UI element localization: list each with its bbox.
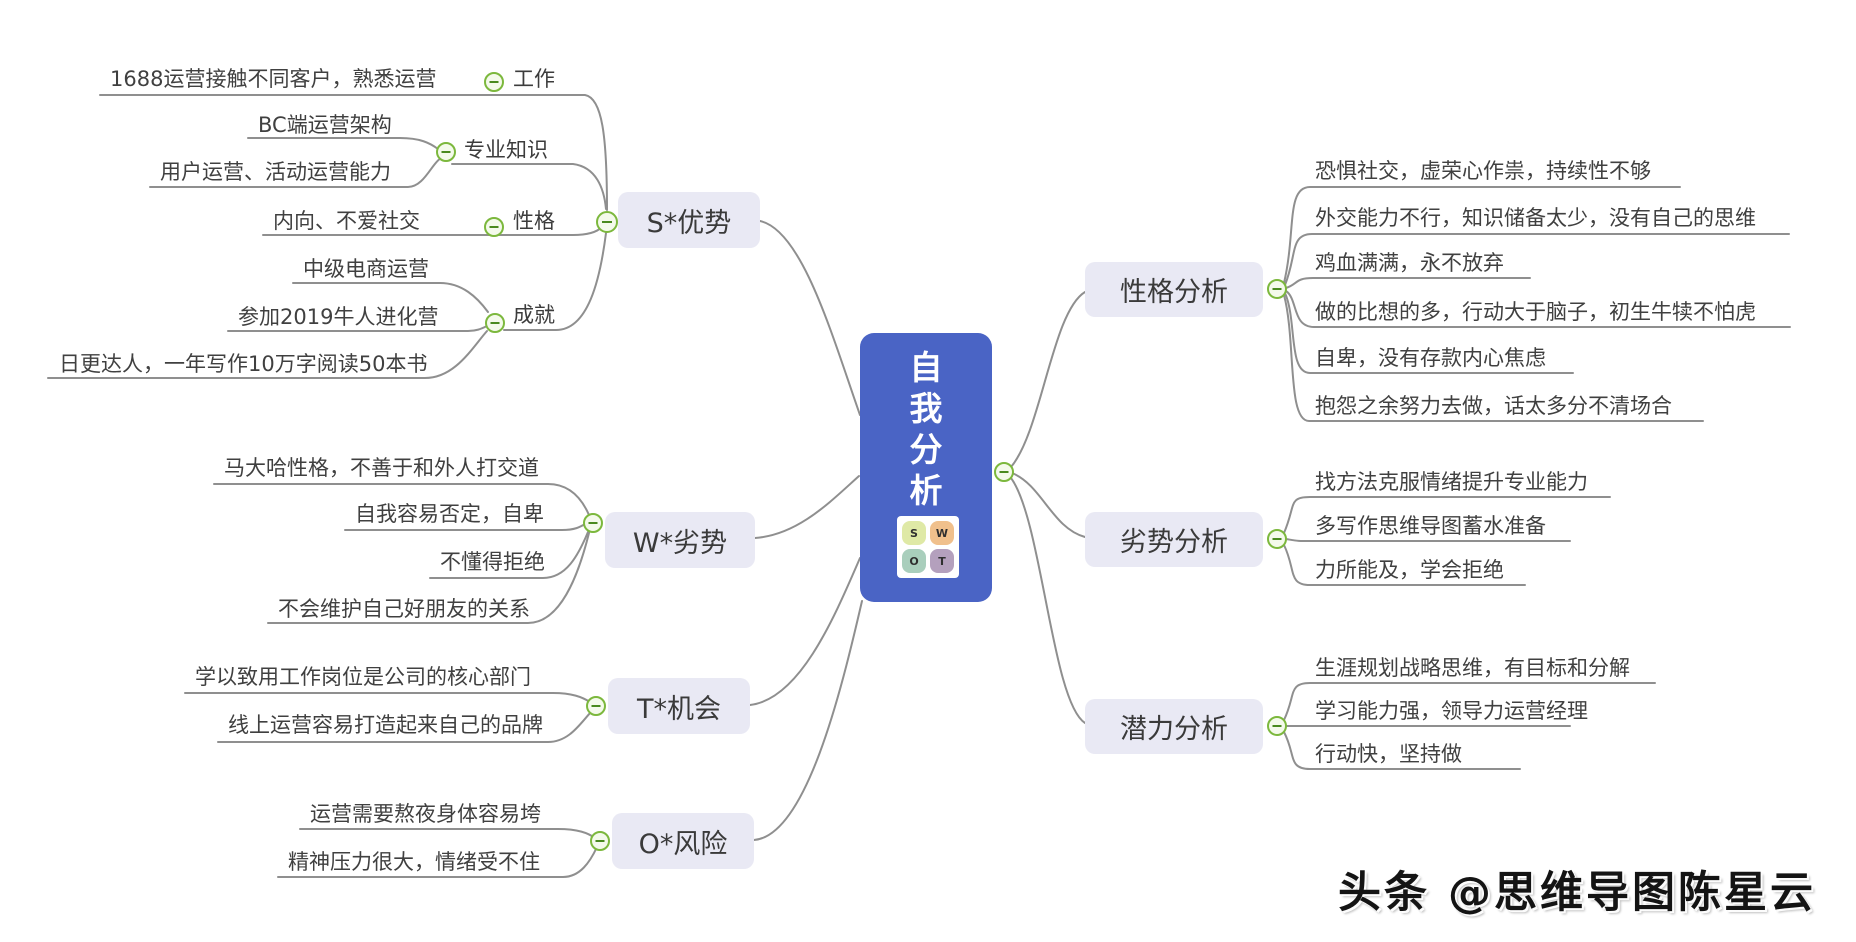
leaf-text[interactable]: 1688运营接触不同客户，熟悉运营 bbox=[110, 67, 437, 91]
leafline-r10 bbox=[1283, 682, 1656, 721]
main-branch-xingge-fenxi bbox=[1010, 291, 1086, 468]
leaf-text[interactable]: 抱怨之余努力去做，话太多分不清场合 bbox=[1315, 394, 1672, 418]
leaf-text[interactable]: 中级电商运营 bbox=[303, 257, 429, 281]
collapse-button-achievement[interactable] bbox=[485, 313, 505, 333]
branch-line-work bbox=[99, 94, 608, 211]
swot-s-badge: S bbox=[902, 521, 926, 545]
leaf-text[interactable]: 行动快，坚持做 bbox=[1315, 742, 1462, 766]
leafline-r8 bbox=[1285, 538, 1571, 542]
leaf-text[interactable]: 找方法克服情绪提升专业能力 bbox=[1315, 470, 1588, 494]
leafline-r9 bbox=[1283, 544, 1526, 586]
branch-node-weaknesses[interactable]: W*劣势 bbox=[605, 512, 755, 568]
leaf-text[interactable]: 做的比想的多，行动大于脑子，初生牛犊不怕虎 bbox=[1315, 300, 1756, 324]
main-branch-t bbox=[749, 557, 861, 706]
branch-line-madaha bbox=[213, 483, 590, 516]
collapse-button-xingge-fenxi[interactable] bbox=[1267, 279, 1287, 299]
branch-node-risks[interactable]: O*风险 bbox=[612, 813, 754, 869]
swot-w-badge: W bbox=[930, 521, 954, 545]
branch-lines bbox=[47, 94, 1791, 878]
branch-node-personality-analysis[interactable]: 性格分析 bbox=[1085, 262, 1263, 317]
branch-line-canjia bbox=[227, 325, 488, 332]
leafline-r1 bbox=[1283, 186, 1681, 284]
branch-line-bc bbox=[247, 137, 439, 150]
main-branch-qianli-fenxi bbox=[1010, 477, 1086, 724]
leaf-text[interactable]: 不懂得拒绝 bbox=[440, 550, 545, 574]
leaf-text[interactable]: 多写作思维导图蓄水准备 bbox=[1315, 514, 1546, 538]
branch-line-prof-out bbox=[451, 163, 607, 210]
leafline-r5 bbox=[1284, 292, 1574, 374]
central-topic-label: 自 我 分 析 bbox=[909, 348, 943, 510]
leaf-text[interactable]: 力所能及，学会拒绝 bbox=[1315, 558, 1504, 582]
branch-line-xueyizhiyong bbox=[184, 692, 591, 703]
collapse-button-w[interactable] bbox=[583, 513, 603, 533]
main-branch-s bbox=[759, 220, 861, 416]
branch-node-potential-analysis[interactable]: 潜力分析 bbox=[1085, 699, 1263, 754]
leaf-text[interactable]: 外交能力不行，知识储备太少，没有自己的思维 bbox=[1315, 206, 1756, 230]
branch-line-buhui bbox=[267, 532, 590, 624]
leaf-text[interactable]: 不会维护自己好朋友的关系 bbox=[278, 597, 530, 621]
leafline-r12 bbox=[1283, 731, 1521, 770]
leaf-text[interactable]: BC端运营架构 bbox=[258, 113, 392, 137]
branch-line-budongde bbox=[429, 531, 589, 579]
collapse-button-t[interactable] bbox=[586, 696, 606, 716]
swot-image: S W O T bbox=[897, 516, 959, 578]
branch-line-zhongji bbox=[292, 282, 489, 313]
collapse-button-central-right[interactable] bbox=[994, 462, 1014, 482]
collapse-button-s[interactable] bbox=[596, 211, 618, 233]
leaf-text[interactable]: 参加2019牛人进化营 bbox=[238, 305, 439, 329]
leafline-r3 bbox=[1285, 277, 1531, 289]
leaf-text[interactable]: 学习能力强，领导力运营经理 bbox=[1315, 699, 1588, 723]
main-branch-w bbox=[754, 475, 860, 539]
watermark-text: 头条 @思维导图陈星云 bbox=[1338, 868, 1816, 918]
subtopic-achievement[interactable]: 成就 bbox=[513, 303, 555, 327]
leaf-text[interactable]: 鸡血满满，永不放弃 bbox=[1315, 251, 1504, 275]
leafline-r2 bbox=[1284, 233, 1790, 286]
main-branch-o bbox=[753, 600, 863, 841]
leaf-text[interactable]: 精神压力很大，情绪受不住 bbox=[288, 850, 540, 874]
leaf-text[interactable]: 生涯规划战略思维，有目标和分解 bbox=[1315, 656, 1630, 680]
leaf-text[interactable]: 用户运营、活动运营能力 bbox=[160, 160, 391, 184]
main-branch-lieshi-fenxi bbox=[1011, 472, 1086, 538]
leaf-text[interactable]: 马大哈性格，不善于和外人打交道 bbox=[224, 456, 539, 480]
branch-line-xianshang bbox=[217, 710, 593, 743]
collapse-button-work[interactable] bbox=[484, 72, 504, 92]
branch-node-opportunities[interactable]: T*机会 bbox=[608, 678, 750, 734]
collapse-buttons bbox=[436, 72, 1287, 851]
branch-line-rigeng bbox=[47, 330, 488, 379]
collapse-button-personality[interactable] bbox=[484, 217, 504, 237]
leafline-r7 bbox=[1283, 496, 1611, 534]
subtopic-personality[interactable]: 性格 bbox=[513, 209, 555, 233]
swot-t-badge: T bbox=[930, 549, 954, 573]
leaf-text[interactable]: 自我容易否定，自卑 bbox=[355, 502, 544, 526]
branch-line-user-ops bbox=[149, 157, 442, 188]
subtopic-professional-knowledge[interactable]: 专业知识 bbox=[464, 138, 548, 162]
leaf-text[interactable]: 日更达人，一年写作10万字阅读50本书 bbox=[59, 352, 428, 376]
leafline-r6 bbox=[1283, 294, 1704, 422]
collapse-button-o[interactable] bbox=[590, 831, 610, 851]
leaf-text[interactable]: 自卑，没有存款内心焦虑 bbox=[1315, 346, 1546, 370]
branch-line-chengjiu-out bbox=[503, 232, 607, 331]
collapse-button-qianli-fenxi[interactable] bbox=[1267, 716, 1287, 736]
leaf-text[interactable]: 恐惧社交，虚荣心作祟，持续性不够 bbox=[1315, 159, 1651, 183]
leaf-text[interactable]: 线上运营容易打造起来自己的品牌 bbox=[228, 713, 543, 737]
branch-line-aoye bbox=[299, 828, 596, 839]
subtopic-work[interactable]: 工作 bbox=[513, 67, 555, 91]
leafline-r4 bbox=[1285, 290, 1791, 328]
leaf-text[interactable]: 学以致用工作岗位是公司的核心部门 bbox=[195, 665, 531, 689]
collapse-button-professional[interactable] bbox=[436, 142, 456, 162]
swot-o-badge: O bbox=[902, 549, 926, 573]
collapse-button-lieshi-fenxi[interactable] bbox=[1267, 529, 1287, 549]
branch-node-weakness-analysis[interactable]: 劣势分析 bbox=[1085, 512, 1263, 567]
central-topic[interactable]: 自 我 分 析 S W O T bbox=[860, 333, 992, 602]
leaf-text[interactable]: 内向、不爱社交 bbox=[273, 209, 420, 233]
branch-line-jingshen bbox=[277, 846, 598, 878]
branch-node-strengths[interactable]: S*优势 bbox=[618, 192, 760, 248]
leaf-text[interactable]: 运营需要熬夜身体容易垮 bbox=[310, 802, 541, 826]
